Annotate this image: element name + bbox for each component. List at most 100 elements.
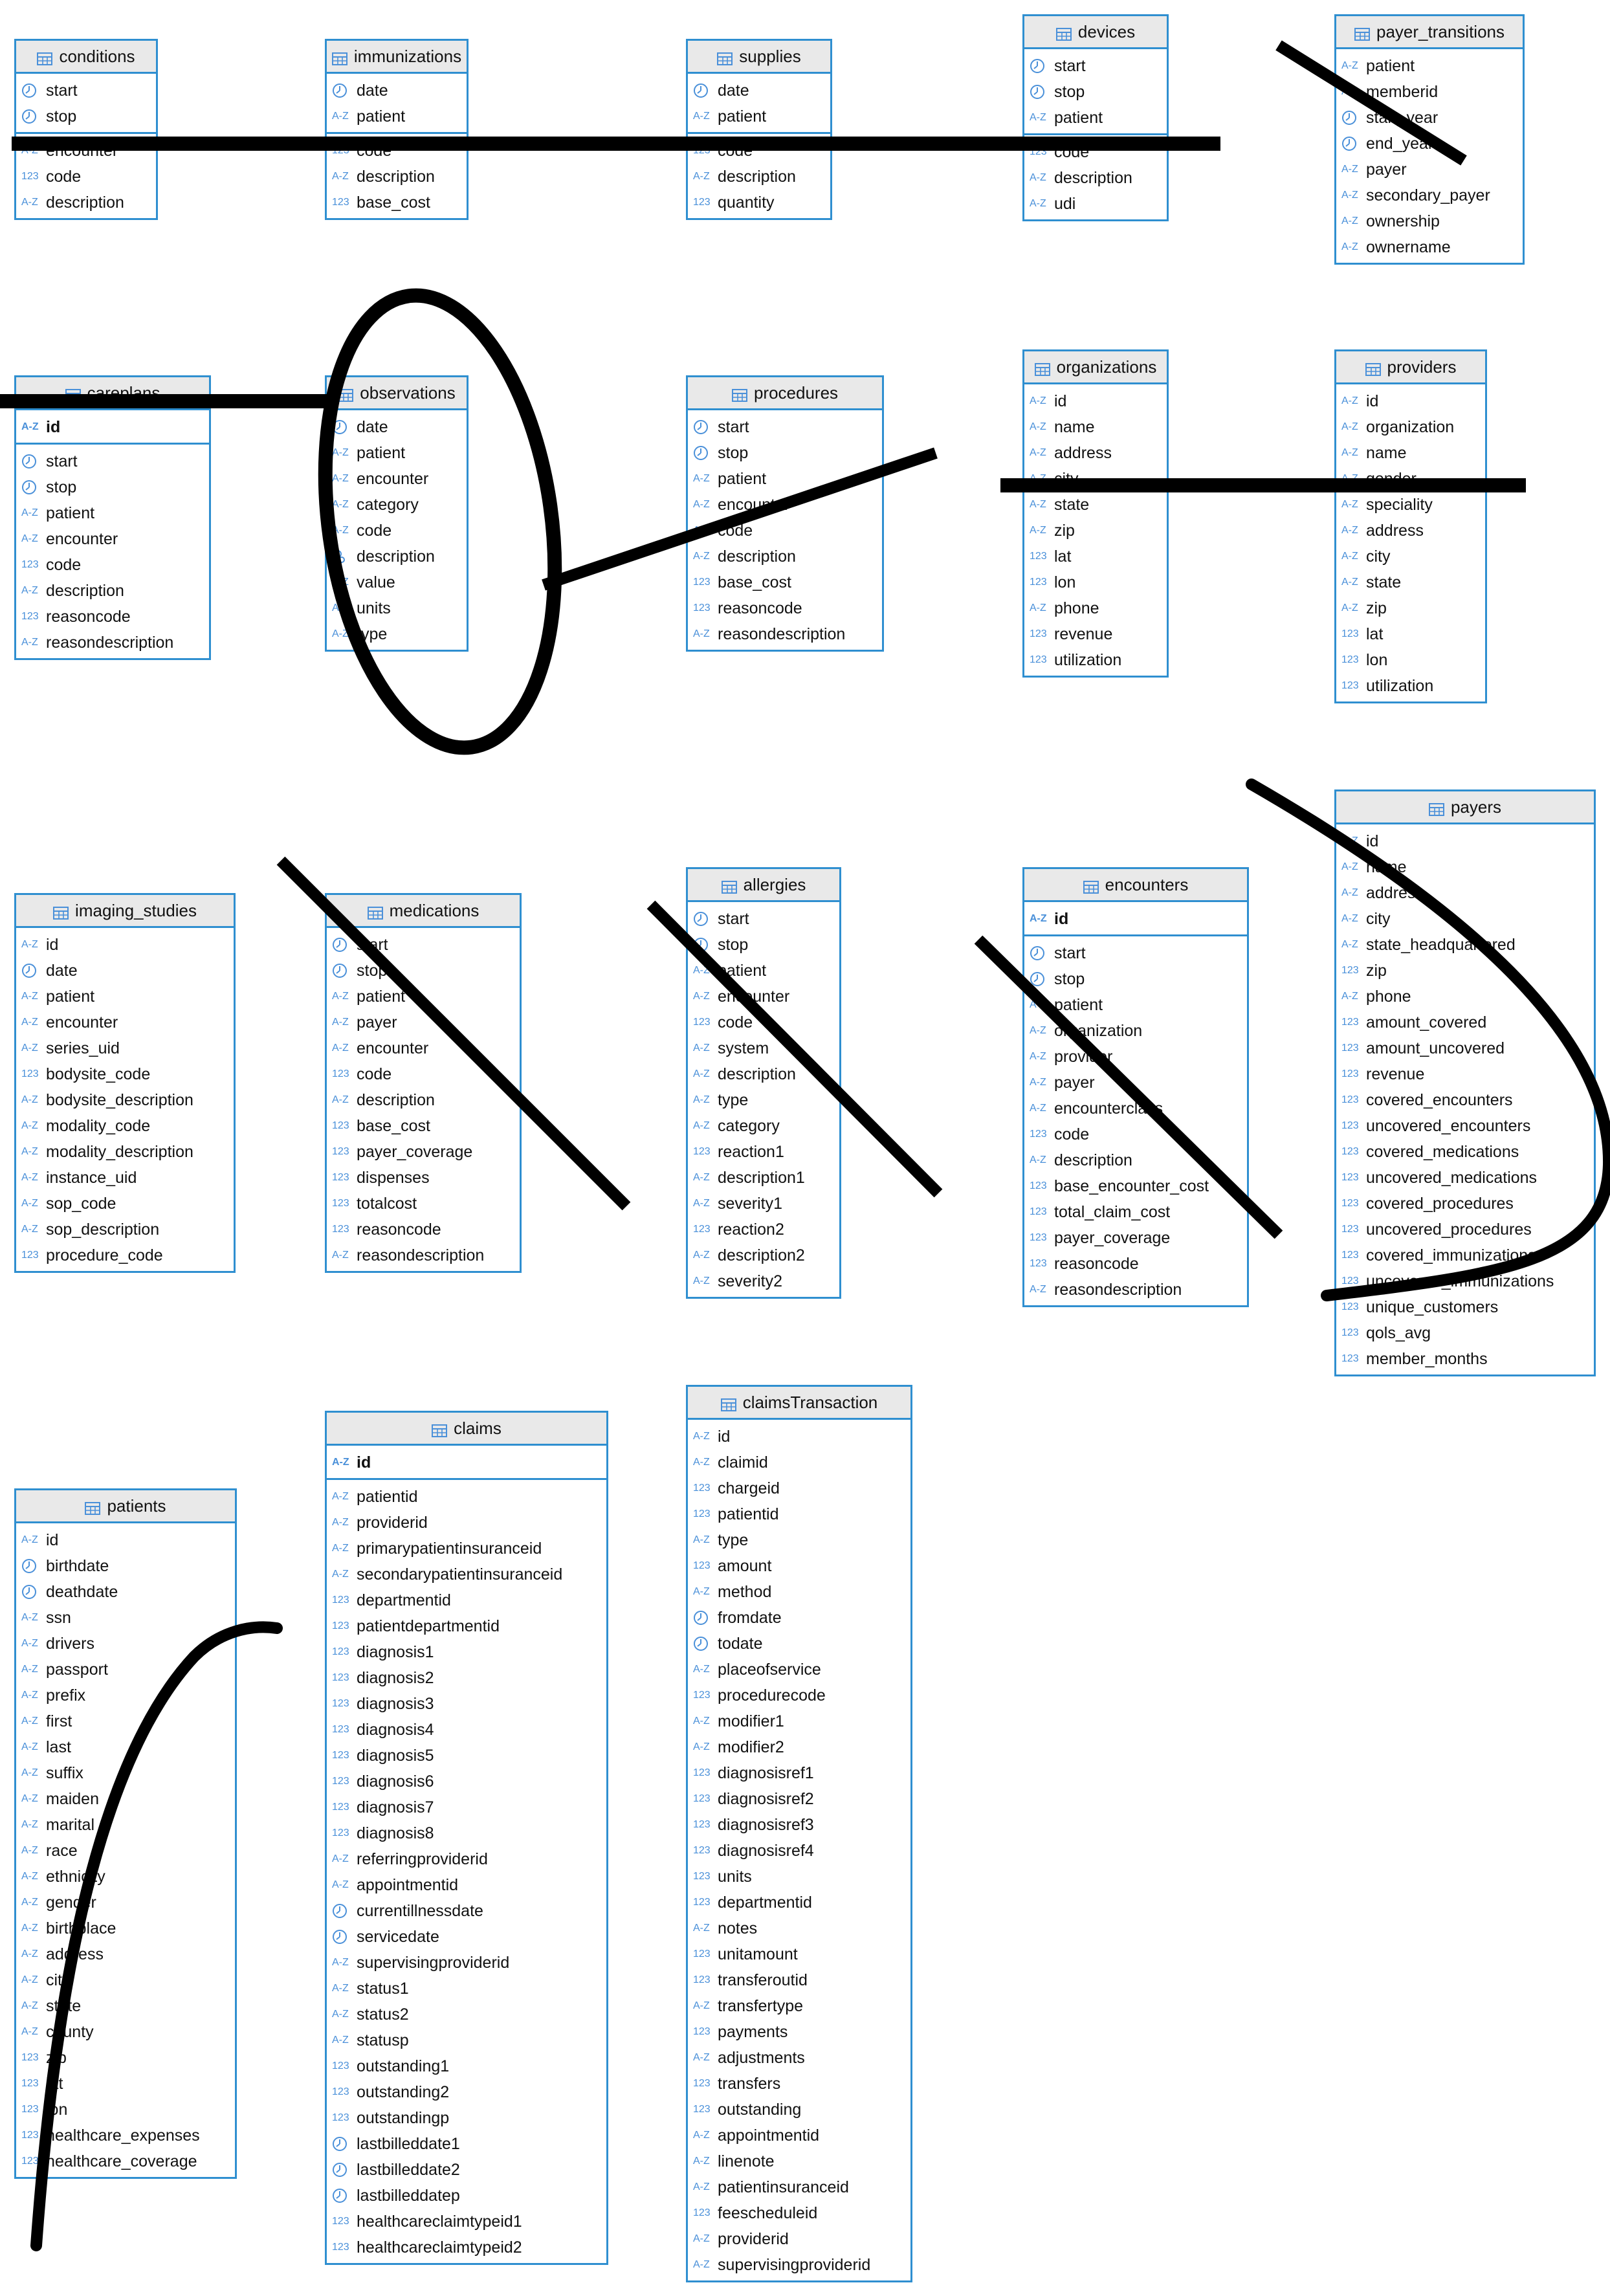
table-header[interactable]: procedures bbox=[688, 377, 882, 410]
table-header[interactable]: imaging_studies bbox=[16, 895, 234, 928]
table-header[interactable]: conditions bbox=[16, 41, 156, 74]
table-header[interactable]: providers bbox=[1336, 351, 1485, 384]
table-header[interactable]: immunizations bbox=[327, 41, 467, 74]
column-row[interactable]: date bbox=[16, 958, 234, 984]
column-row[interactable]: start bbox=[1024, 53, 1167, 79]
column-row[interactable]: start bbox=[327, 932, 520, 958]
column-row[interactable]: start bbox=[688, 906, 839, 932]
column-row[interactable]: stop bbox=[688, 440, 882, 466]
table-header[interactable]: observations bbox=[327, 377, 467, 410]
column-row[interactable]: todate bbox=[688, 1631, 910, 1657]
column-row[interactable]: stop bbox=[16, 104, 156, 129]
column-row[interactable]: stop bbox=[688, 932, 839, 958]
column-row[interactable]: description bbox=[327, 544, 467, 569]
